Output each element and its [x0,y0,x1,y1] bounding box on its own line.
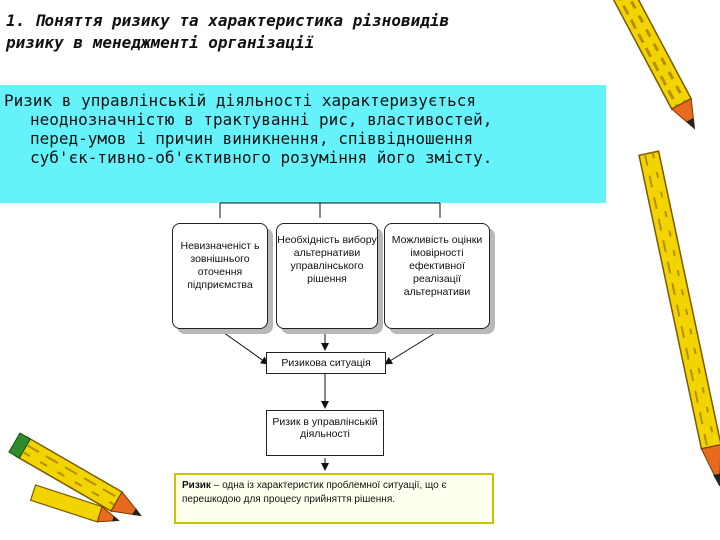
title-line-1: 1. Поняття ризику та характеристика різн… [6,11,450,30]
factor-box-choice: Необхідність вибору альтернативи управлі… [276,223,378,329]
title-line-2: ризику в менеджменті організації [6,33,315,52]
factor-box-uncertainty: Невизначеніст ь зовнішнього оточення під… [172,223,268,329]
arrow-line [219,329,269,365]
intro-line-3: перед-умов і причин виникнення, співвідн… [30,129,474,148]
intro-text: Ризик в управлінській діяльності характе… [0,85,606,167]
page-title: 1. Поняття ризику та характеристика різн… [6,10,566,54]
risky-situation-box: Ризикова ситуація [266,352,386,374]
definition-term: Ризик [182,480,211,491]
arrow-line [384,329,441,365]
intro-block: Ризик в управлінській діяльності характе… [0,85,606,203]
factor-box-label: Можливість оцінки імовірності ефективної… [391,234,483,298]
definition-box: Ризик – одна із характеристик проблемної… [174,473,494,524]
factor-box-assessment: Можливість оцінки імовірності ефективної… [384,223,490,329]
risk-label: Ризик в управлінській діяльності [272,416,378,440]
factor-box-label: Необхідність вибору альтернативи управлі… [277,234,377,285]
risky-situation-label: Ризикова ситуація [281,357,371,369]
intro-line-2: неоднозначністю в трактуванні рис, власт… [30,110,493,129]
pencil-left-icon [8,432,143,523]
factor-box-label: Невизначеніст ь зовнішнього оточення під… [180,240,260,291]
intro-line-1: Ризик в управлінській діяльності характе… [4,91,477,110]
pencil-right-icon [609,0,720,487]
risk-box: Ризик в управлінській діяльності [266,410,384,456]
intro-line-4: суб'єк-тивно-об'єктивного розуміння його… [30,148,493,167]
definition-text: – одна із характеристик проблемної ситуа… [182,480,447,505]
